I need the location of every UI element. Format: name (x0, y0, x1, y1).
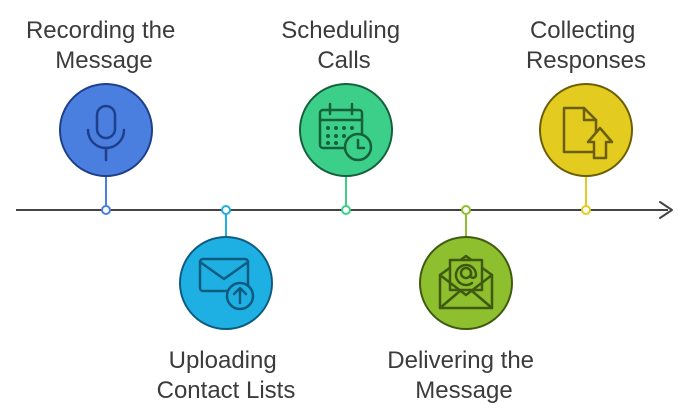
step-scheduling-label-line2: Calls (317, 47, 370, 74)
step-delivering-label-line2: Message (415, 377, 512, 404)
step-delivering-label: Delivering the Message (387, 347, 540, 404)
step-collecting-label-line1: Collecting (530, 17, 635, 44)
envelope-upload-icon (198, 257, 255, 311)
step-uploading-label: Uploading Contact Lists (157, 347, 296, 404)
step-scheduling-circle (299, 83, 393, 177)
step-collecting-dot (581, 205, 591, 215)
step-delivering-dot (461, 205, 471, 215)
step-uploading-dot (221, 205, 231, 215)
step-recording: Recording the Message (26, 17, 182, 215)
step-uploading-circle (179, 236, 273, 330)
step-collecting-label-line2: Responses (526, 47, 646, 74)
step-recording-label: Recording the Message (26, 17, 182, 74)
step-recording-label-line2: Message (55, 47, 152, 74)
email-open-icon (438, 254, 494, 310)
step-recording-dot (101, 205, 111, 215)
step-uploading-label-line1: Uploading (169, 347, 277, 374)
microphone-icon (86, 104, 126, 162)
step-scheduling-label: Scheduling Calls (281, 17, 406, 74)
step-recording-label-line1: Recording the (26, 17, 175, 44)
step-delivering: Delivering the Message (387, 205, 540, 404)
step-collecting-circle (539, 83, 633, 177)
file-upload-icon (562, 106, 614, 160)
step-scheduling: Scheduling Calls (281, 17, 406, 215)
step-scheduling-label-line1: Scheduling (281, 17, 400, 44)
calendar-clock-icon (318, 102, 373, 162)
timeline-arrowhead (659, 201, 673, 219)
step-collecting: Collecting Responses (526, 17, 646, 215)
step-uploading: Uploading Contact Lists (157, 205, 296, 404)
step-uploading-label-line2: Contact Lists (157, 377, 296, 404)
step-recording-circle (59, 83, 153, 177)
step-collecting-label: Collecting Responses (526, 17, 646, 74)
step-delivering-label-line1: Delivering the (387, 347, 534, 374)
step-scheduling-dot (341, 205, 351, 215)
